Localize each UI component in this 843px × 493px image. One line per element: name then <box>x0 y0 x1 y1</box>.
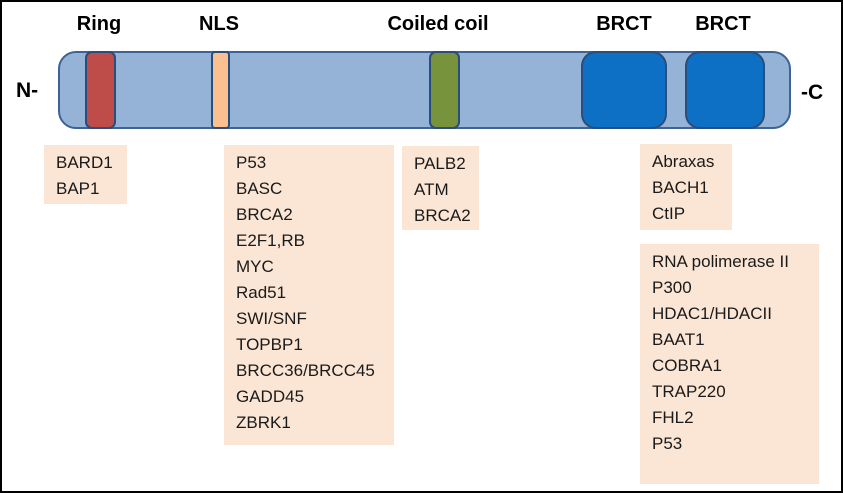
protein-name: BAP1 <box>56 179 100 198</box>
ring-interactors-box: BARD1 BAP1 <box>44 145 127 204</box>
protein-name: BACH1 <box>652 178 709 197</box>
protein-name: SWI/SNF <box>236 309 307 328</box>
protein-name: HDAC1/HDACII <box>652 304 772 323</box>
protein-name: BARD1 <box>56 153 113 172</box>
protein-name: BAAT1 <box>652 330 705 349</box>
brct2-domain-marker <box>685 51 765 129</box>
protein-name: P53 <box>236 153 267 172</box>
protein-name: ZBRK1 <box>236 413 291 432</box>
protein-name: BRCA2 <box>236 205 293 224</box>
brct-interactors-box-2: RNA polimerase II P300 HDAC1/HDACII BAAT… <box>640 244 819 484</box>
domain-label-coiled-coil: Coiled coil <box>387 13 489 35</box>
nls-domain-marker <box>211 51 230 129</box>
protein-name: BRCC36/BRCC45 <box>236 361 375 380</box>
protein-name: BASC <box>236 179 283 198</box>
protein-name: ATM <box>414 180 449 199</box>
protein-name: CtIP <box>652 204 686 223</box>
protein-name: PALB2 <box>414 154 466 173</box>
coiled-coil-domain-marker <box>429 51 460 129</box>
protein-name: RNA polimerase II <box>652 252 789 271</box>
protein-name: Abraxas <box>652 152 715 171</box>
domain-label-brct-2: BRCT <box>695 13 751 35</box>
coiled-coil-interactors-box: PALB2 ATM BRCA2 <box>402 146 479 230</box>
protein-backbone-bar <box>58 51 791 129</box>
protein-name: Rad51 <box>236 283 287 302</box>
protein-name: FHL2 <box>652 408 694 427</box>
domain-label-ring: Ring <box>76 13 122 35</box>
brct-interactors-box-1: Abraxas BACH1 CtIP <box>640 144 732 230</box>
domain-label-nls: NLS <box>199 13 239 35</box>
nls-interactors-box: P53 BASC BRCA2 E2F1,RB MYC Rad51 SWI/SNF… <box>224 145 394 445</box>
protein-name: MYC <box>236 257 274 276</box>
n-terminus-label: N- <box>16 79 39 102</box>
protein-name: TRAP220 <box>652 382 726 401</box>
protein-name: GADD45 <box>236 387 305 406</box>
domain-label-brct-1: BRCT <box>596 13 652 35</box>
protein-name: P53 <box>652 434 683 453</box>
protein-name: BRCA2 <box>414 206 471 225</box>
ring-domain-marker <box>85 51 116 129</box>
c-terminus-label: -C <box>801 81 824 104</box>
brct1-domain-marker <box>581 51 667 129</box>
protein-name: TOPBP1 <box>236 335 303 354</box>
protein-name: P300 <box>652 278 692 297</box>
protein-name: E2F1,RB <box>236 231 305 250</box>
protein-name: COBRA1 <box>652 356 722 375</box>
